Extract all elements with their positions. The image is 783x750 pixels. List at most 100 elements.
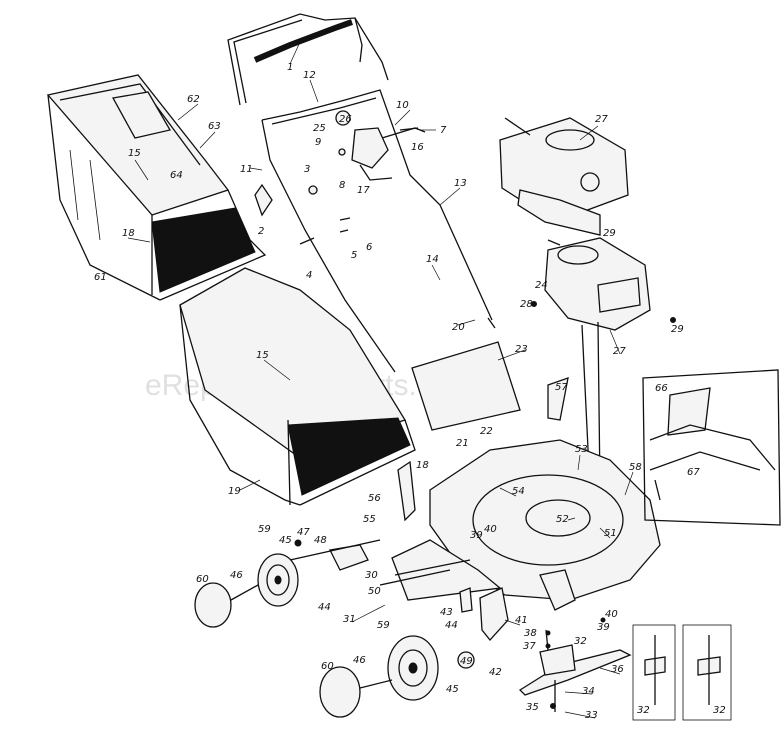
mower-deck bbox=[391, 377, 661, 611]
callout-60b: 60 bbox=[321, 661, 334, 672]
callout-28: 28 bbox=[520, 299, 533, 310]
callout-60a: 60 bbox=[196, 574, 209, 585]
callout-54: 54 bbox=[512, 486, 525, 497]
callout-27b: 27 bbox=[613, 346, 626, 357]
callout-42: 42 bbox=[489, 667, 502, 678]
callout-47: 47 bbox=[297, 527, 310, 538]
callout-41: 41 bbox=[515, 615, 528, 626]
callout-50: 50 bbox=[368, 586, 381, 597]
callout-44b: 44 bbox=[445, 620, 458, 631]
callout-32c: 32 bbox=[713, 705, 726, 716]
callout-5: 5 bbox=[351, 250, 357, 261]
callout-29b: 29 bbox=[671, 324, 684, 335]
callout-44a: 44 bbox=[318, 602, 331, 613]
callout-20: 20 bbox=[452, 322, 465, 333]
callout-8: 8 bbox=[339, 180, 345, 191]
leader-lines bbox=[127, 41, 634, 719]
callout-55: 55 bbox=[363, 514, 376, 525]
callout-48: 48 bbox=[314, 535, 327, 546]
callout-63: 63 bbox=[208, 121, 221, 132]
callout-24: 24 bbox=[535, 280, 548, 291]
callout-46b: 46 bbox=[353, 655, 366, 666]
callout-14: 14 bbox=[426, 254, 439, 265]
callout-2: 2 bbox=[258, 226, 264, 237]
callout-16: 16 bbox=[411, 142, 424, 153]
callout-35: 35 bbox=[526, 702, 539, 713]
callout-65: 65 bbox=[212, 216, 225, 227]
callout-57: 57 bbox=[555, 382, 568, 393]
hardware bbox=[254, 127, 419, 245]
upper-handle bbox=[227, 13, 389, 106]
callout-10: 10 bbox=[396, 100, 409, 111]
callout-7: 7 bbox=[440, 125, 447, 136]
callout-32a: 32 bbox=[574, 636, 587, 647]
engine-bottom bbox=[544, 237, 651, 491]
engine-top bbox=[499, 117, 629, 236]
callout-11: 11 bbox=[240, 164, 253, 175]
inset-deflector bbox=[642, 369, 781, 526]
callout-36: 36 bbox=[611, 664, 624, 675]
callout-52: 52 bbox=[556, 514, 569, 525]
inset-adapter-right bbox=[682, 624, 732, 721]
callout-66: 66 bbox=[655, 383, 668, 394]
callout-51: 51 bbox=[604, 528, 617, 539]
callout-45b: 45 bbox=[446, 684, 459, 695]
callout-45a: 45 bbox=[279, 535, 292, 546]
callout-33: 33 bbox=[585, 710, 598, 721]
callout-31: 31 bbox=[343, 614, 356, 625]
callout-29a: 29 bbox=[603, 228, 616, 239]
callout-27a: 27 bbox=[595, 114, 608, 125]
grass-bag-upper bbox=[46, 74, 267, 301]
callout-17: 17 bbox=[357, 185, 370, 196]
callout-21: 21 bbox=[456, 438, 469, 449]
callout-43: 43 bbox=[440, 607, 453, 618]
callout-19: 19 bbox=[228, 486, 241, 497]
grass-bag-lower bbox=[179, 267, 416, 506]
callout-25: 25 bbox=[313, 123, 326, 134]
callout-46a: 46 bbox=[230, 570, 243, 581]
callout-15b: 15 bbox=[256, 350, 269, 361]
callout-59a: 59 bbox=[258, 524, 271, 535]
callout-64: 64 bbox=[170, 170, 183, 181]
callout-15a: 15 bbox=[128, 148, 141, 159]
callout-39a: 39 bbox=[470, 530, 483, 541]
rear-axle bbox=[289, 539, 509, 642]
callout-62: 62 bbox=[187, 94, 200, 105]
callout-9: 9 bbox=[315, 137, 321, 148]
rear-wheel bbox=[257, 553, 299, 607]
blade-assembly bbox=[518, 629, 632, 712]
callout-40a: 40 bbox=[484, 524, 497, 535]
hubcaps bbox=[194, 582, 393, 718]
callout-13: 13 bbox=[454, 178, 467, 189]
inset-adapter-left bbox=[632, 624, 676, 721]
callout-6: 6 bbox=[366, 242, 372, 253]
callout-23: 23 bbox=[515, 344, 528, 355]
callout-40b: 40 bbox=[605, 609, 618, 620]
rear-flap bbox=[411, 341, 521, 431]
callout-18a: 18 bbox=[122, 228, 135, 239]
callout-56: 56 bbox=[368, 493, 381, 504]
callout-61: 61 bbox=[94, 272, 107, 283]
callout-12: 12 bbox=[303, 70, 316, 81]
fasteners bbox=[294, 301, 676, 709]
callout-4: 4 bbox=[306, 270, 312, 281]
callout-26: 26 bbox=[339, 114, 352, 125]
callout-32b: 32 bbox=[637, 705, 650, 716]
callout-67: 67 bbox=[687, 467, 700, 478]
callout-49: 49 bbox=[460, 656, 473, 667]
front-wheel bbox=[387, 635, 439, 701]
callout-39b: 39 bbox=[597, 622, 610, 633]
callout-58: 58 bbox=[629, 462, 642, 473]
callout-labels: 1 2 3 4 5 6 7 8 9 10 11 12 13 14 15 15 1… bbox=[94, 62, 726, 721]
callout-53: 53 bbox=[575, 444, 588, 455]
callout-34: 34 bbox=[582, 686, 595, 697]
callout-1: 1 bbox=[287, 62, 293, 73]
callout-3: 3 bbox=[304, 164, 310, 175]
callout-38: 38 bbox=[524, 628, 537, 639]
washer bbox=[457, 651, 475, 669]
callout-22: 22 bbox=[480, 426, 493, 437]
callout-18b: 18 bbox=[416, 460, 429, 471]
control-bracket bbox=[335, 110, 426, 181]
callout-37: 37 bbox=[523, 641, 536, 652]
